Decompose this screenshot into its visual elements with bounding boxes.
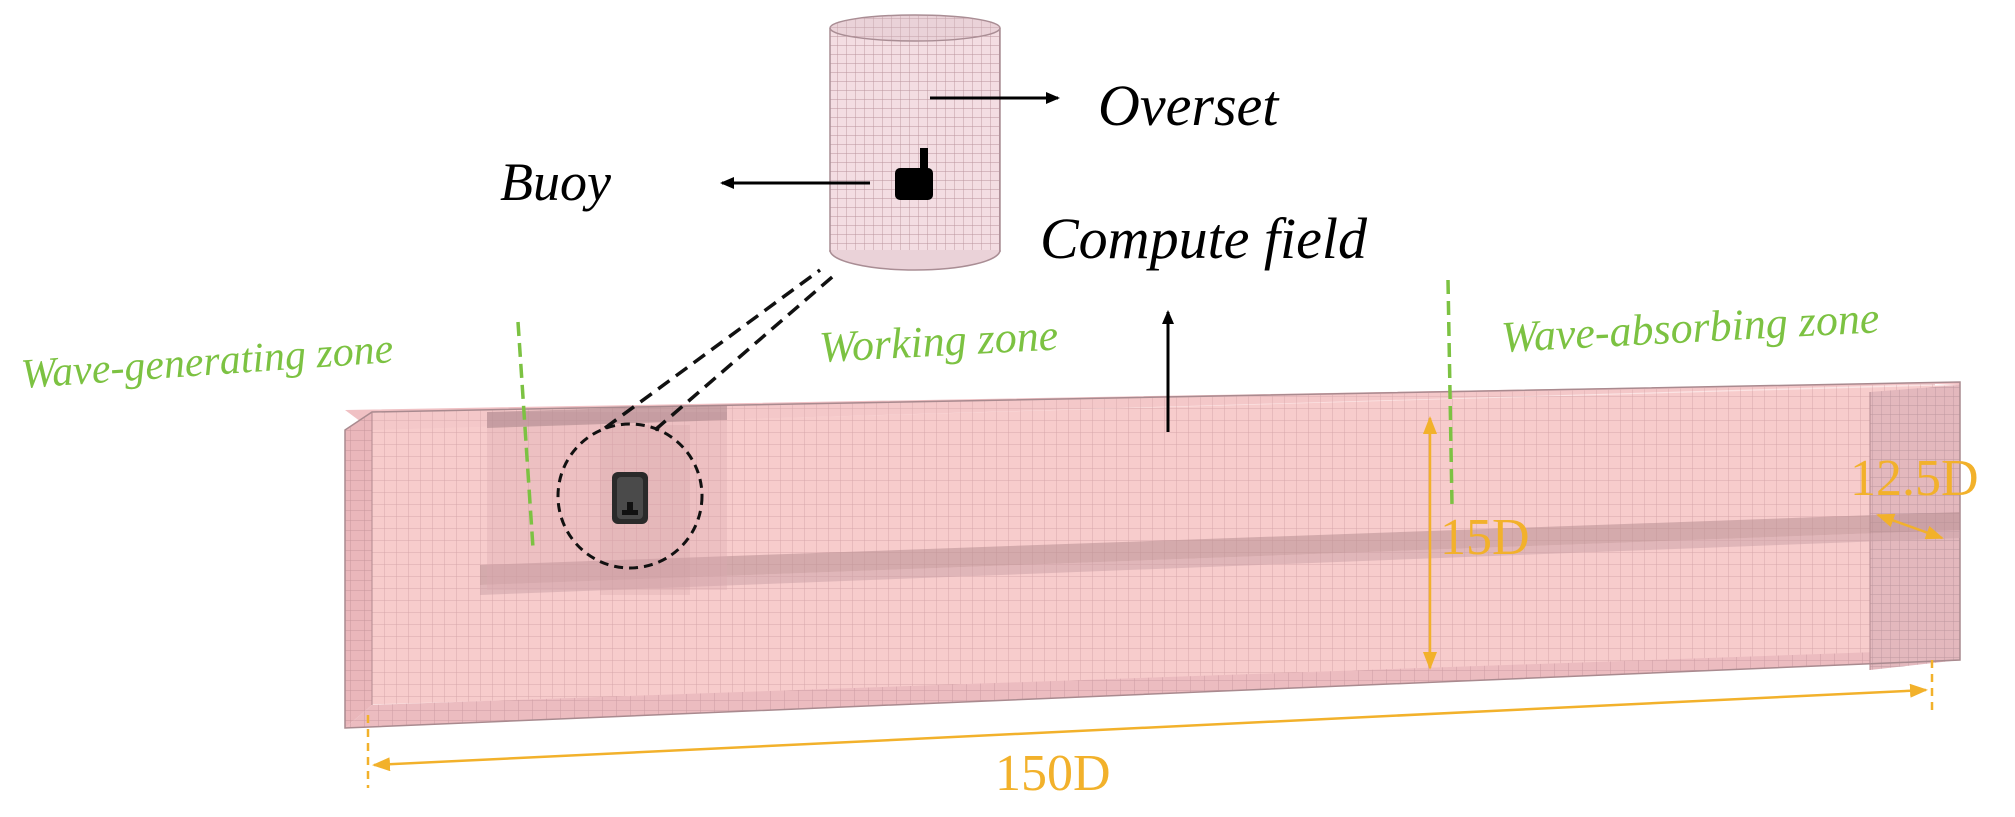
working-zone-label: Working zone xyxy=(818,311,1059,372)
length-dimension-label: 150D xyxy=(995,745,1111,802)
overset-label: Overset xyxy=(1098,73,1280,138)
zoom-circle xyxy=(556,422,704,570)
zoom-line-right xyxy=(653,270,840,432)
compute-field-label: Compute field xyxy=(1040,206,1368,271)
height-dimension-label: 15D xyxy=(1440,509,1530,566)
zoom-line-left xyxy=(603,268,822,430)
width-dimension-label: 12.5D xyxy=(1850,450,1979,507)
wave-absorbing-divider xyxy=(1446,279,1454,506)
buoy-refinement-box xyxy=(487,412,727,590)
wave-generating-zone-label: Wave-generating zone xyxy=(19,326,394,398)
buoy-label: Buoy xyxy=(500,152,611,212)
length-dimension-arrow xyxy=(372,683,1928,772)
cylinder-bottom-arc xyxy=(829,249,1001,271)
buoy-shape xyxy=(895,148,933,200)
overset-cylinder xyxy=(829,14,1001,271)
wave-generating-divider xyxy=(516,321,535,549)
free-surface-refinement-band xyxy=(480,512,1960,585)
buoy-in-tank xyxy=(612,472,648,524)
wave-absorbing-zone-label: Wave-absorbing zone xyxy=(1500,293,1880,362)
width-dimension-arrow xyxy=(1876,513,1944,540)
